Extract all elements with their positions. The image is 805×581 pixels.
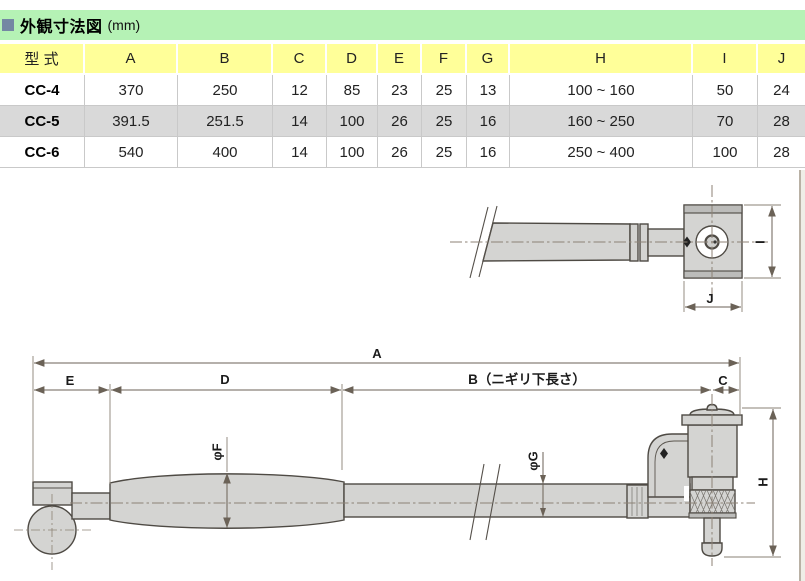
side-view-drawing: I J: [450, 185, 781, 312]
value-cell: 391.5: [85, 106, 178, 137]
dimension-a: A: [32, 346, 741, 482]
value-cell: 24: [758, 75, 805, 106]
section-title-unit: (mm): [107, 17, 141, 33]
front-view-drawing: A E D B（ニギリ下長さ） C φF φG H: [14, 346, 781, 570]
header-cell-h: H: [510, 44, 693, 75]
center-lines: [14, 394, 755, 570]
value-cell: 160 ~ 250: [510, 106, 693, 137]
header-cell-a: A: [85, 44, 178, 75]
header-cell-j: J: [758, 44, 805, 75]
table-row-cc4: CC-4 370 250 12 85 23 25 13 100 ~ 160 50…: [0, 75, 805, 106]
value-cell: 251.5: [178, 106, 273, 137]
dim-label-d: D: [220, 372, 229, 387]
square-bullet-icon: [2, 19, 14, 31]
value-cell: 16: [467, 106, 510, 137]
value-cell: 540: [85, 137, 178, 168]
value-cell: 370: [85, 75, 178, 106]
dim-label-j: J: [706, 291, 713, 306]
dim-label-e: E: [66, 373, 75, 388]
dimension-f: φF: [209, 437, 231, 528]
dimension-chain: E D B（ニギリ下長さ） C: [34, 372, 739, 484]
section-title: 外観寸法図: [20, 19, 103, 36]
value-cell: 14: [273, 106, 327, 137]
value-cell: 28: [758, 106, 805, 137]
header-cell-d: D: [327, 44, 378, 75]
table-row-cc6: CC-6 540 400 14 100 26 25 16 250 ~ 400 1…: [0, 137, 805, 168]
header-cell-c: C: [273, 44, 327, 75]
model-cell: CC-4: [0, 75, 85, 106]
header-cell-model: 型 式: [0, 44, 85, 75]
dim-label-c: C: [718, 373, 728, 388]
header-cell-g: G: [467, 44, 510, 75]
value-cell: 25: [422, 106, 467, 137]
dim-label-g: φG: [525, 451, 540, 470]
dim-label-i: I: [752, 240, 767, 244]
page-edge-line: [799, 170, 801, 581]
dim-label-b: B（ニギリ下長さ）: [468, 372, 586, 387]
value-cell: 50: [693, 75, 758, 106]
dim-label-a: A: [372, 346, 382, 361]
value-cell: 100: [327, 137, 378, 168]
table-header-row: 型 式 A B C D E F G H I J: [0, 44, 805, 75]
value-cell: 100: [327, 106, 378, 137]
value-cell: 400: [178, 137, 273, 168]
dimension-g: φG: [525, 451, 546, 517]
value-cell: 25: [422, 137, 467, 168]
value-cell: 100: [693, 137, 758, 168]
value-cell: 250: [178, 75, 273, 106]
model-cell: CC-5: [0, 106, 85, 137]
header-cell-f: F: [422, 44, 467, 75]
header-cell-b: B: [178, 44, 273, 75]
value-cell: 100 ~ 160: [510, 75, 693, 106]
value-cell: 85: [327, 75, 378, 106]
value-cell: 12: [273, 75, 327, 106]
dimension-j: J: [683, 281, 743, 312]
dimension-i: I: [744, 204, 781, 279]
value-cell: 13: [467, 75, 510, 106]
value-cell: 250 ~ 400: [510, 137, 693, 168]
dimension-spec-table: 型 式 A B C D E F G H I J CC-4 370 250 12 …: [0, 44, 805, 168]
table-row-cc5: CC-5 391.5 251.5 14 100 26 25 16 160 ~ 2…: [0, 106, 805, 137]
value-cell: 28: [758, 137, 805, 168]
dimension-h: H: [724, 407, 781, 558]
dim-label-f: φF: [209, 443, 224, 460]
value-cell: 23: [378, 75, 422, 106]
section-title-bar: 外観寸法図 (mm): [0, 10, 805, 40]
value-cell: 70: [693, 106, 758, 137]
header-cell-e: E: [378, 44, 422, 75]
break-lines: [469, 463, 501, 541]
center-lines: [450, 185, 768, 296]
knurled-collar-shape: [626, 484, 649, 519]
measuring-head-shape: [27, 481, 111, 555]
dim-label-h: H: [755, 477, 770, 486]
header-cell-i: I: [693, 44, 758, 75]
clamp-bracket-shape: [647, 433, 691, 501]
page-edge-shade: [801, 170, 805, 581]
value-cell: 26: [378, 137, 422, 168]
model-cell: CC-6: [0, 137, 85, 168]
clamp-screw-shape: [660, 448, 668, 459]
value-cell: 26: [378, 106, 422, 137]
value-cell: 25: [422, 75, 467, 106]
value-cell: 16: [467, 137, 510, 168]
value-cell: 14: [273, 137, 327, 168]
